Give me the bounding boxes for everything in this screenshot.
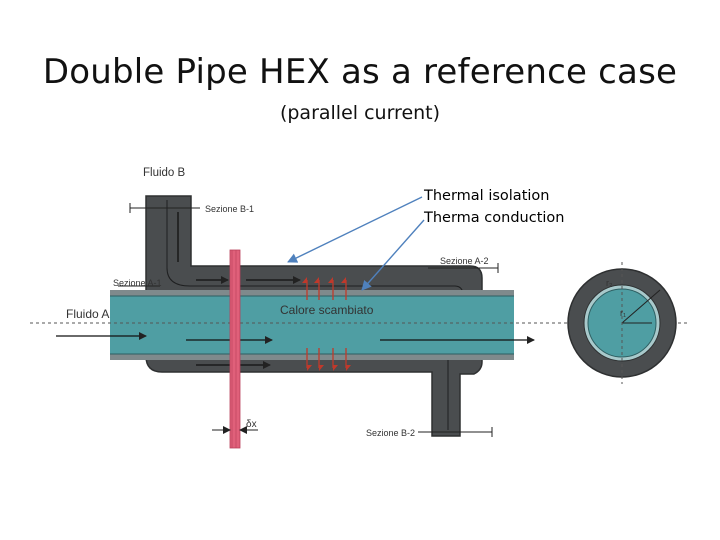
callout-thermal-isolation: Thermal isolation [424, 188, 550, 204]
section-markers [118, 203, 499, 437]
heat-arrows-down [306, 348, 351, 371]
slide-title: Double Pipe HEX as a reference case [42, 52, 678, 92]
label-heat-exchanged: Calore scambiato [280, 303, 374, 317]
label-r1: r₁ [620, 308, 626, 318]
label-delta-x: δx [246, 419, 257, 430]
slide-subtitle: (parallel current) [279, 102, 441, 124]
label-fluid-b: Fluido B [143, 167, 186, 179]
inner-tube [110, 290, 514, 360]
callout-thermal-conduction: Therma conduction [424, 210, 565, 226]
label-fluid-a: Fluido A [66, 307, 109, 321]
label-section-a2: Sezione A-2 [440, 256, 489, 266]
control-slice [229, 249, 241, 449]
label-r2: r₂ [606, 278, 613, 288]
heat-arrows-up [302, 277, 347, 300]
label-section-a1: Sezione A-1 [113, 278, 162, 288]
label-section-b1: Sezione B-1 [205, 204, 254, 214]
label-section-b2: Sezione B-2 [366, 428, 415, 438]
cross-section-view [567, 262, 677, 384]
callout-arrows [287, 196, 425, 291]
